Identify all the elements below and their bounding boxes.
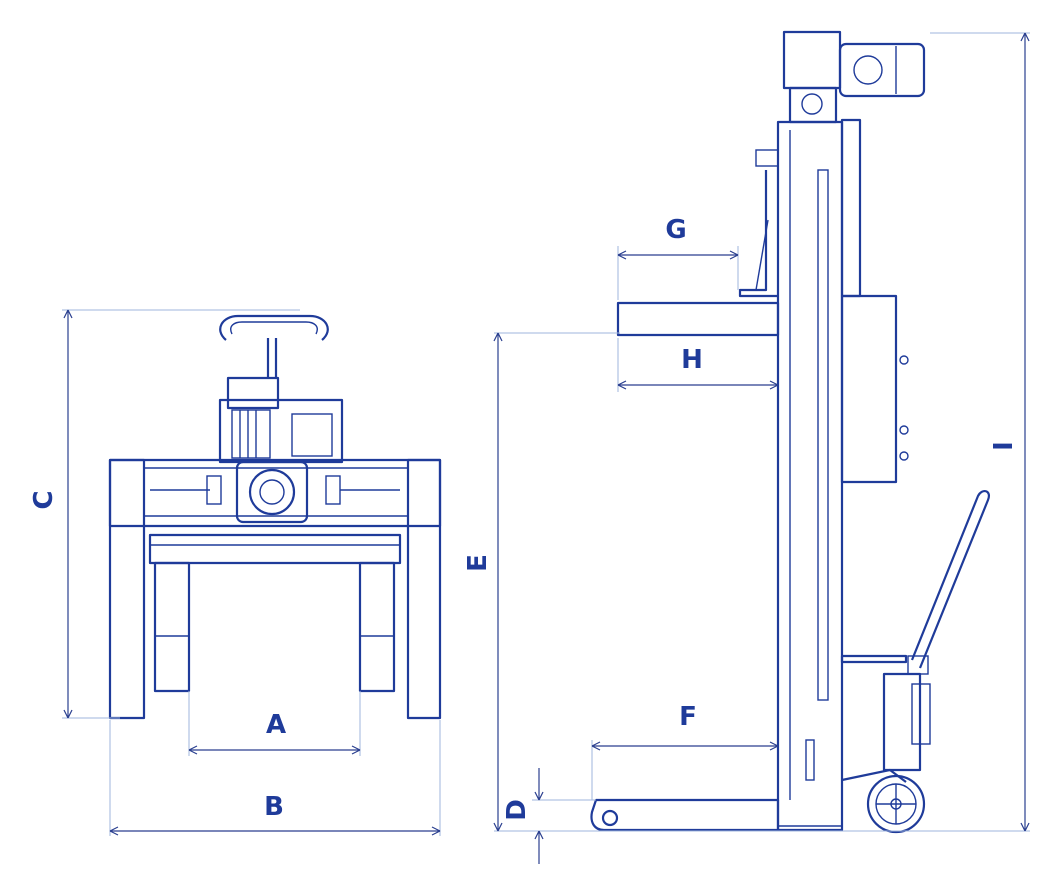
- dimension-I: [1020, 32, 1030, 832]
- side-view: D E F G H I: [463, 30, 1030, 864]
- side-pump: [882, 672, 922, 772]
- front-right-leg: [406, 458, 442, 720]
- side-platform: [616, 301, 780, 337]
- dimension-E: [493, 332, 503, 832]
- dimension-B: [109, 826, 441, 836]
- dimension-A: [188, 745, 361, 755]
- front-handle: [219, 314, 329, 341]
- label-B: B: [264, 792, 284, 822]
- label-H: H: [681, 345, 703, 375]
- front-carriage: [108, 458, 442, 528]
- side-handle: [910, 490, 990, 669]
- label-G: G: [665, 215, 686, 245]
- side-gearbox: [782, 30, 842, 90]
- label-A: A: [266, 710, 286, 740]
- dimension-G: [617, 250, 739, 260]
- dimension-H: [617, 380, 779, 390]
- front-fork-left: [153, 561, 191, 693]
- front-left-leg: [108, 458, 146, 720]
- side-mast: [776, 120, 844, 832]
- side-control-box: [840, 294, 898, 484]
- dimension-F: [591, 741, 779, 751]
- label-C: C: [29, 490, 59, 509]
- label-F: F: [679, 702, 697, 732]
- front-plate: [148, 533, 402, 565]
- front-gear: [248, 468, 296, 516]
- dimension-C: [63, 309, 73, 719]
- dimension-D: [534, 768, 544, 864]
- label-I: I: [989, 441, 1019, 451]
- side-motor: [838, 42, 926, 98]
- side-base-leg: [590, 798, 780, 832]
- front-fork-right: [358, 561, 396, 693]
- front-view: A B C: [29, 309, 442, 836]
- side-wheel: [866, 774, 926, 834]
- label-E: E: [463, 554, 493, 572]
- front-motor-block: [218, 398, 344, 464]
- label-D: D: [502, 799, 532, 821]
